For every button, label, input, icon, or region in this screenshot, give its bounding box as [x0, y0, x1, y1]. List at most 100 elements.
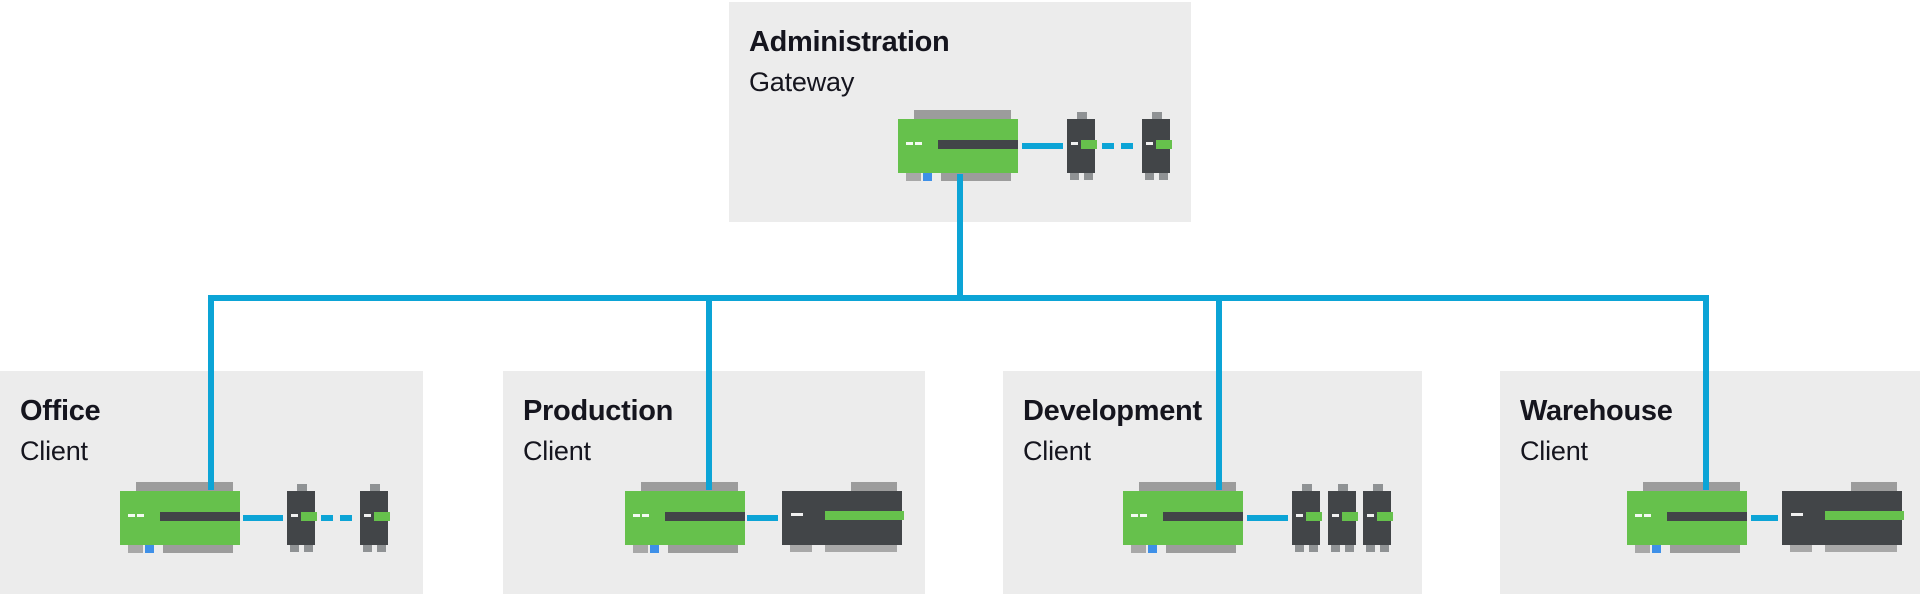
foot — [1131, 545, 1146, 553]
foot — [1366, 545, 1375, 552]
green-indicator — [374, 512, 390, 521]
foot — [1345, 545, 1354, 552]
top-tab — [1077, 112, 1087, 119]
foot — [1670, 545, 1740, 553]
foot — [790, 545, 812, 552]
device-link-dash — [321, 515, 333, 521]
status-dash — [1791, 513, 1803, 516]
zone-title: Warehouse — [1520, 395, 1673, 427]
device-link-solid — [747, 515, 778, 521]
green-indicator — [1081, 140, 1097, 149]
plc-controller — [1627, 482, 1749, 556]
io-module — [360, 482, 390, 556]
drive-unit — [782, 482, 904, 556]
device-link-dash — [340, 515, 352, 521]
plc-controller — [898, 110, 1020, 184]
status-dash — [791, 513, 803, 516]
io-module — [1142, 110, 1172, 184]
foot — [1145, 173, 1154, 180]
top-rail — [1139, 482, 1236, 491]
foot — [290, 545, 299, 552]
status-dash — [1131, 514, 1138, 517]
warehouse-drop-line — [1703, 295, 1709, 490]
production-drop-line — [706, 295, 712, 490]
status-dash — [906, 142, 913, 145]
zone-subtitle: Client — [1023, 436, 1091, 466]
zone-title: Development — [1023, 395, 1202, 427]
green-indicator — [1377, 512, 1393, 521]
device-link-dash — [1121, 143, 1133, 149]
top-rail — [1643, 482, 1740, 491]
plc-controller — [625, 482, 747, 556]
green-stripe — [1825, 511, 1904, 520]
top-tab — [1302, 484, 1312, 491]
power-foot — [650, 545, 659, 553]
foot — [1084, 173, 1093, 180]
power-foot — [145, 545, 154, 553]
zone-title: Office — [20, 395, 101, 427]
status-dash — [1644, 514, 1651, 517]
power-foot — [1652, 545, 1661, 553]
administration-drop-line — [957, 174, 963, 301]
green-indicator — [1342, 512, 1358, 521]
foot — [1380, 545, 1389, 552]
drive-unit — [1782, 482, 1904, 556]
foot — [825, 545, 897, 552]
foot — [1635, 545, 1650, 553]
io-module — [287, 482, 317, 556]
top-rail — [641, 482, 738, 491]
green-indicator — [1306, 512, 1322, 521]
foot — [1070, 173, 1079, 180]
top-rail — [851, 482, 897, 491]
status-dash — [1367, 514, 1374, 517]
vent-slot — [665, 512, 745, 521]
status-dash — [364, 514, 371, 517]
foot — [377, 545, 386, 552]
status-dash — [915, 142, 922, 145]
top-tab — [1373, 484, 1383, 491]
vent-slot — [1667, 512, 1747, 521]
foot — [1790, 545, 1812, 552]
foot — [906, 173, 921, 181]
top-rail — [136, 482, 233, 491]
zone-subtitle: Client — [523, 436, 591, 466]
foot — [1166, 545, 1236, 553]
vent-slot — [160, 512, 240, 521]
foot — [128, 545, 143, 553]
device-link-solid — [1751, 515, 1778, 521]
status-dash — [1071, 142, 1078, 145]
office-drop-line — [208, 295, 214, 490]
plc-controller — [1123, 482, 1245, 556]
status-dash — [1296, 514, 1303, 517]
top-rail — [914, 110, 1011, 119]
power-foot — [1148, 545, 1157, 553]
foot — [633, 545, 648, 553]
top-tab — [1152, 112, 1162, 119]
foot — [668, 545, 738, 553]
foot — [1309, 545, 1318, 552]
io-module — [1292, 482, 1322, 556]
device-link-solid — [1247, 515, 1288, 521]
foot — [304, 545, 313, 552]
vent-slot — [938, 140, 1018, 149]
status-dash — [642, 514, 649, 517]
green-stripe — [825, 511, 904, 520]
plc-controller — [120, 482, 242, 556]
top-rail — [1851, 482, 1897, 491]
zone-subtitle: Gateway — [749, 67, 855, 97]
status-dash — [1146, 142, 1153, 145]
device-link-dash — [1102, 143, 1114, 149]
foot — [1295, 545, 1304, 552]
zone-title: Administration — [749, 26, 950, 58]
status-dash — [1140, 514, 1147, 517]
device-link-solid — [243, 515, 283, 521]
foot — [163, 545, 233, 553]
io-module — [1067, 110, 1097, 184]
green-indicator — [1156, 140, 1172, 149]
foot — [1825, 545, 1897, 552]
top-tab — [370, 484, 380, 491]
status-dash — [633, 514, 640, 517]
foot — [1159, 173, 1168, 180]
zone-subtitle: Client — [20, 436, 88, 466]
